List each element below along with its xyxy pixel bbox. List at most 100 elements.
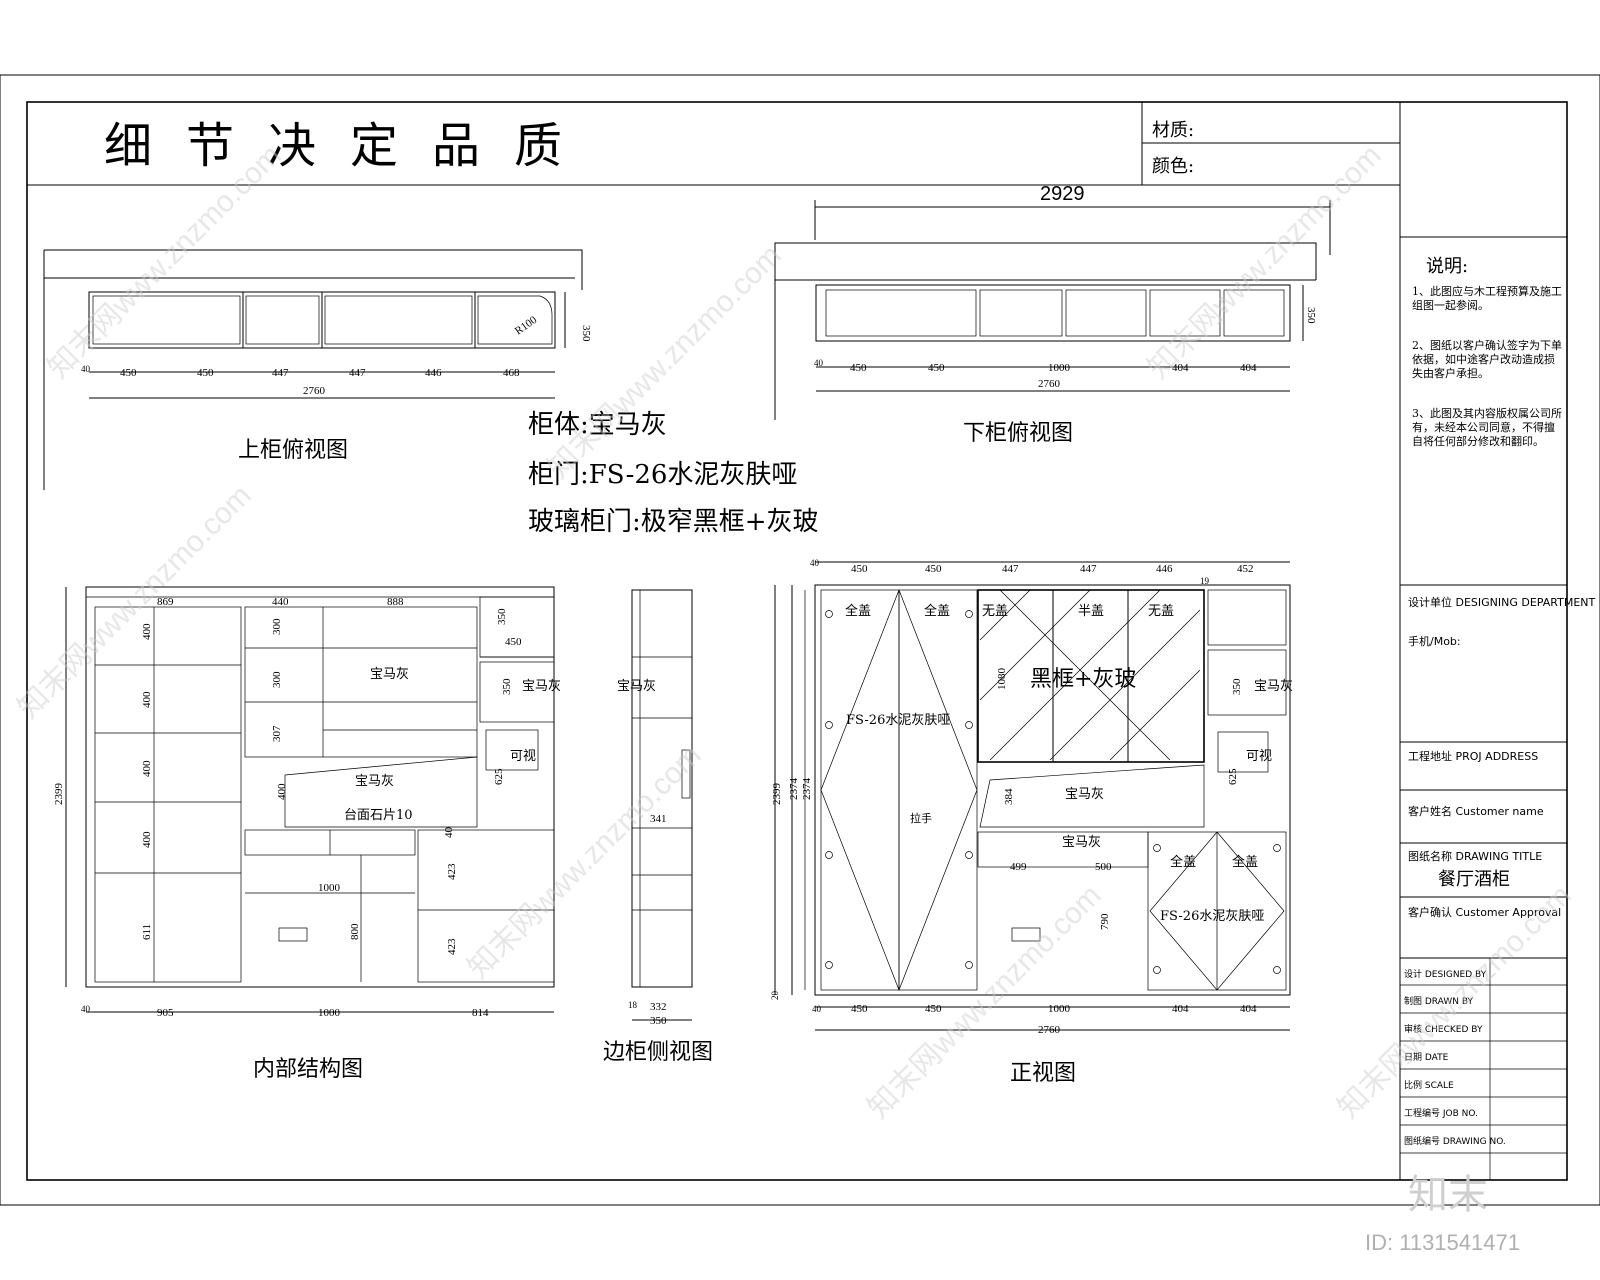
inner-frame [26,101,1568,1181]
front-grey-3: 宝马灰 [1254,679,1293,694]
row-job: 工程编号 JOB NO. [1404,1107,1478,1119]
front-d790: 790 [1099,913,1111,930]
inner-desk: 1000 [318,882,341,894]
row-drawn: 制图 DRAWN BY [1404,995,1474,1007]
upper-depth: 350 [580,325,592,342]
front-bottom-1: 450 [851,1003,868,1015]
front-top-3: 450 [925,563,942,575]
inner-bottom-1: 905 [157,1007,174,1019]
inner-left-1: 400 [141,691,153,708]
front-d625: 625 [1227,768,1239,785]
front-top-7: 447 [1080,563,1097,575]
inner-top-1: 440 [272,596,289,608]
inner-mid-1: 300 [271,671,283,688]
front-lower-full-1: 全盖 [1170,854,1196,870]
inner-left-4: 611 [141,924,153,940]
inner-lower-2: 40 [443,827,455,839]
note-door: 柜门:FS-26水泥灰肤哑 [528,460,797,490]
design-unit: 设计单位 DESIGNING DEPARTMENT [1408,595,1595,609]
note-body: 柜体:宝马灰 [528,410,667,440]
inner-lower-0: 423 [446,863,458,880]
inner-mid-3: 400 [276,783,288,800]
side-bottom-1: 332 [650,1001,667,1013]
lower-seg-1: 450 [850,362,867,374]
front-view-label: 正视图 [1010,1061,1076,1086]
inner-right-1: 450 [505,636,522,648]
watermark-4: 知末网www.znzmo.com [12,479,258,725]
inner-right-2: 350 [501,678,513,695]
front-top-1: 450 [851,563,868,575]
side-view: 宝马灰 341 18 332 350 边柜侧视图 [603,589,713,1065]
front-bottom-0: 40 [812,1004,822,1014]
side-total: 350 [650,1015,667,1027]
lower-total: 2760 [1038,378,1061,390]
front-top-10: 452 [1237,563,1254,575]
explain-title: 说明: [1426,256,1468,277]
lower-overall: 2929 [1040,183,1085,205]
lower-seg-9: 404 [1240,362,1257,374]
front-d384: 384 [1003,788,1015,805]
front-height-3: 2374 [801,778,813,801]
title-block: 说明: 1、此图应与木工程预算及施工组图一起参阅。 2、图纸以客户确认签字为下单… [1400,236,1595,1180]
side-grey: 宝马灰 [617,679,656,694]
front-d499: 499 [1010,861,1027,873]
drawing-name-label: 图纸名称 DRAWING TITLE [1408,849,1542,863]
explain-item-2: 2、图纸以客户确认签字为下单依据，如中途客户改动造成损失由客户承担。 [1412,339,1562,380]
radius-label: R100 [513,314,540,338]
inner-bottom-0: 40 [81,1004,91,1014]
customer-name: 客户姓名 Customer name [1408,804,1544,818]
front-half: 半盖 [1078,604,1104,619]
customer-confirm: 客户确认 Customer Approval [1408,905,1561,919]
upper-total: 2760 [303,385,326,397]
lower-seg-5: 1000 [1048,362,1071,374]
inner-grey-3: 宝马灰 [522,679,561,694]
front-lower-door: FS-26水泥灰肤哑 [1160,909,1264,924]
project-addr: 工程地址 PROJ ADDRESS [1408,749,1538,763]
front-total: 2760 [1038,1024,1061,1036]
inner-grey-1: 宝马灰 [370,667,409,682]
phone: 手机/Mob: [1408,634,1461,648]
inner-bottom-2: 1000 [318,1007,341,1019]
watermark-2: 知末网www.znzmo.com [542,239,788,485]
front-glass-label: 黑框+灰玻 [1030,667,1136,692]
front-height-1: 2399 [771,783,783,806]
front-top-0: 40 [810,558,820,568]
front-bottom-9: 404 [1240,1003,1257,1015]
hinge-dots [825,610,1281,974]
material-label: 材质: [1152,120,1194,141]
inner-right-0: 350 [496,608,508,625]
lower-depth: 350 [1305,307,1317,324]
side-w: 341 [650,813,667,825]
drawing-name: 餐厅酒柜 [1438,869,1510,890]
front-door-material: FS-26水泥灰肤哑 [846,713,950,728]
front-bottom-5: 1000 [1048,1003,1071,1015]
inner-top-2: 888 [387,596,404,608]
inner-view: 可视 [510,749,536,764]
inner-top-label: 台面石片10 [344,808,413,823]
brand-watermark: 知末 [1408,1172,1488,1218]
upper-seg-7: 447 [349,367,366,379]
front-d20: 20 [770,991,780,1001]
front-d500: 500 [1095,861,1112,873]
front-full-2: 全盖 [924,603,950,619]
upper-seg-3: 450 [197,367,214,379]
lower-seg-3: 450 [928,362,945,374]
front-bottom-3: 450 [925,1003,942,1015]
inner-view-label: 内部结构图 [253,1057,363,1082]
front-handle: 拉手 [910,811,932,825]
row-checked: 审核 CHECKED BY [1404,1023,1483,1035]
explain-item-1: 1、此图应与木工程预算及施工组图一起参阅。 [1412,285,1562,312]
row-designed: 设计 DESIGNED BY [1404,968,1487,980]
upper-top-view: R100 350 40 450 450 447 447 446 468 2760… [43,249,592,490]
inner-mid-2: 307 [271,725,283,742]
lower-seg-0: 40 [814,358,824,368]
inner-left-0: 400 [141,623,153,640]
front-grey-2: 宝马灰 [1062,835,1101,850]
inner-bottom-3: 814 [472,1007,489,1019]
front-d19: 19 [1200,576,1210,586]
color-label: 颜色: [1152,156,1194,177]
front-d1080: 1080 [996,668,1008,691]
upper-seg-5: 447 [272,367,289,379]
outer-sheet-border [0,74,1600,1206]
inner-grey-2: 宝马灰 [355,774,394,789]
